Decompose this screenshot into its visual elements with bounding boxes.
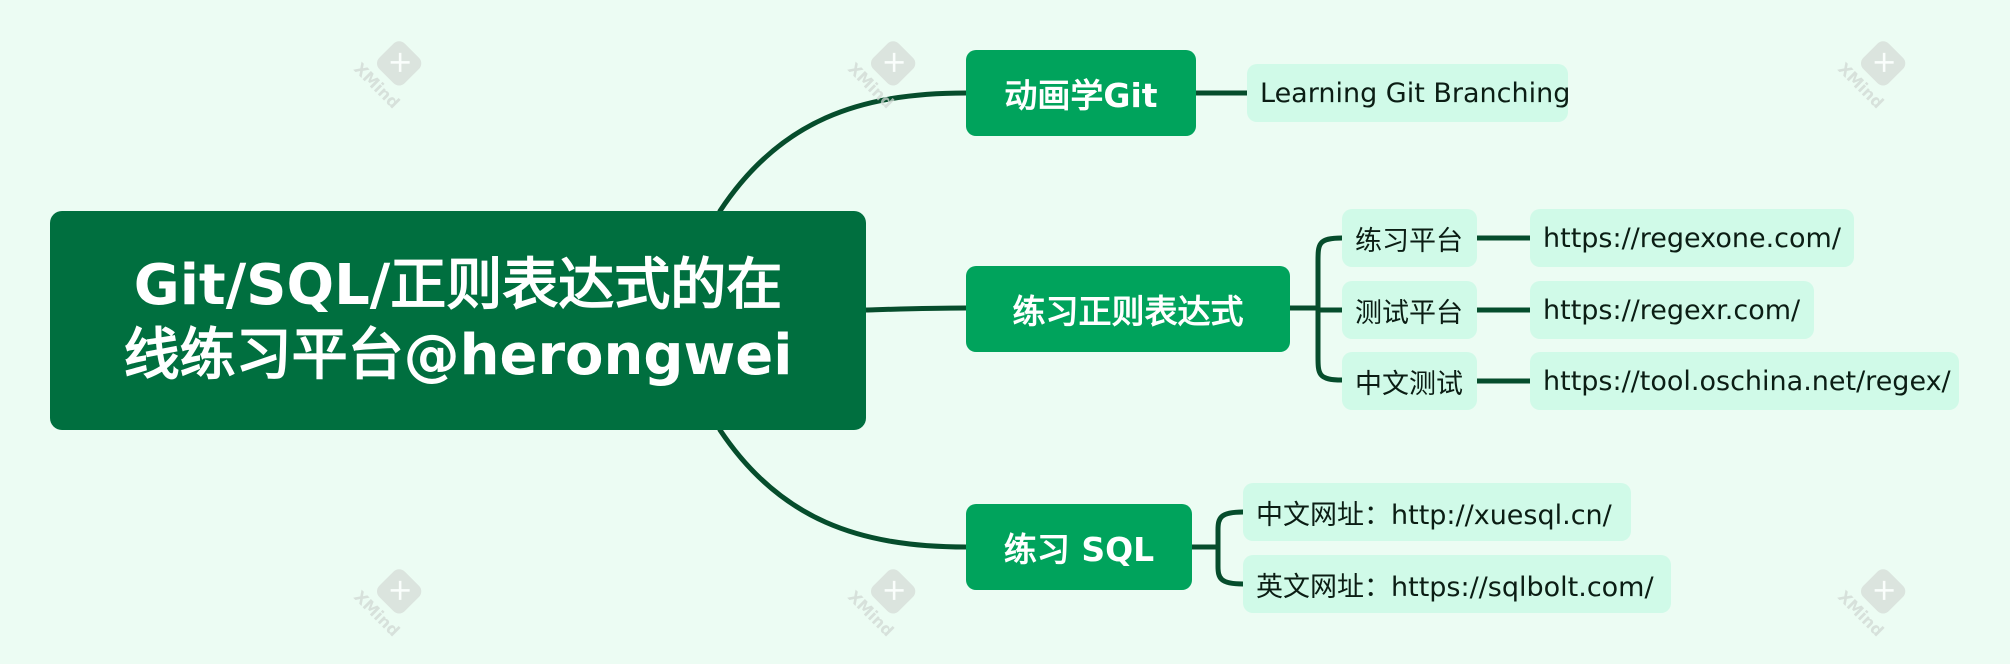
subtopic-regex-chinese-test[interactable]: 中文测试 xyxy=(1342,352,1477,410)
connector-root-regex xyxy=(863,305,969,313)
subtopic-learning-git-branching[interactable]: Learning Git Branching xyxy=(1247,64,1570,122)
topic-regex[interactable]: 练习正则表达式 xyxy=(966,266,1290,352)
subtopic-sql-english-site[interactable]: 英文网址：https://sqlbolt.com/ xyxy=(1243,555,1671,613)
root-topic-line-1: Git/SQL/正则表达式的在 xyxy=(133,252,783,318)
topic-sql[interactable]: 练习 SQL xyxy=(966,504,1192,590)
root-topic-line-2: 线练习平台@herongwei xyxy=(123,322,793,388)
connector-root-git xyxy=(717,90,969,214)
subtopic-regex-test[interactable]: 测试平台 xyxy=(1342,281,1477,339)
connector-root-sql xyxy=(717,427,969,550)
subtopic-regex-practice[interactable]: 练习平台 xyxy=(1342,209,1477,267)
subtopic-sql-chinese-site[interactable]: 中文网址：http://xuesql.cn/ xyxy=(1243,483,1631,541)
connector-sql-bracket xyxy=(1189,509,1246,587)
url-regexone[interactable]: https://regexone.com/ xyxy=(1530,209,1854,267)
url-regexr[interactable]: https://regexr.com/ xyxy=(1530,281,1814,339)
url-oschina-regex[interactable]: https://tool.oschina.net/regex/ xyxy=(1530,352,1959,410)
topic-git[interactable]: 动画学Git xyxy=(966,50,1196,136)
root-topic[interactable]: Git/SQL/正则表达式的在 线练习平台@herongwei xyxy=(50,211,866,430)
